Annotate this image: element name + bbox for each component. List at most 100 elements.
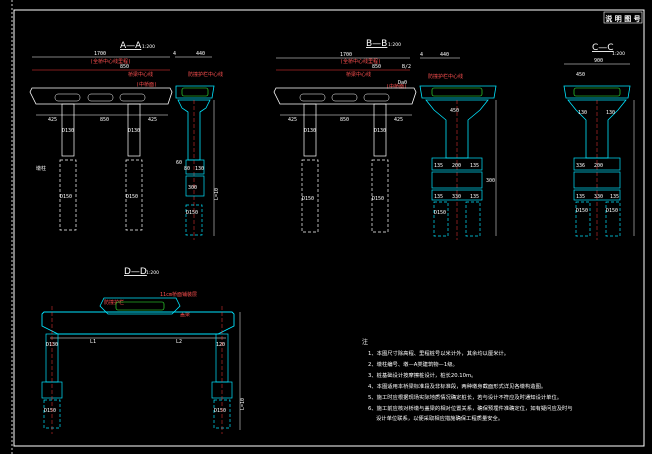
bb-cap-girder xyxy=(419,85,497,99)
bb-pile-right xyxy=(371,159,389,233)
drawing-frame xyxy=(13,9,645,447)
bb-label-center: (全桥中心线里程) xyxy=(340,58,381,65)
dd-pile-right-label: D150 xyxy=(214,408,226,414)
title-block xyxy=(603,11,643,24)
note-6b: 设计单位联系，以便采取相应措施确保工程质量安全。 xyxy=(376,414,503,422)
cc-pile-left-label: D150 xyxy=(576,208,588,214)
aa-pile-side-label: D150 xyxy=(186,210,198,216)
aa-pier-right-label: D130 xyxy=(128,128,140,134)
aa-dim-right: 425 xyxy=(148,117,157,123)
bb-pier-dim-top: 450 xyxy=(450,108,459,114)
aa-dim-total: 1700 xyxy=(94,51,106,57)
aa-label-center: (全桥中心线里程) xyxy=(90,58,131,65)
bb-pier-right xyxy=(373,103,387,157)
bb-dim-mid: 850 xyxy=(340,117,349,123)
aa-pier-label: 墩柱 xyxy=(36,165,46,172)
cc-dim-total: 900 xyxy=(594,58,603,64)
section-aa-scale: 1:200 xyxy=(142,44,155,50)
title-block-text: 说 明 图 号 xyxy=(605,14,640,23)
aa-dim-half: 850 xyxy=(120,64,129,70)
aa-pile-right-label: D150 xyxy=(126,194,138,200)
bb-dim-right: 425 xyxy=(394,117,403,123)
dd-girder xyxy=(99,297,181,315)
bb-dim-side: 440 xyxy=(440,52,449,58)
bb-pile-left xyxy=(301,159,319,233)
cc-pier-dim-c: 135 xyxy=(576,194,585,200)
bb-label-deck: (中桥面) xyxy=(386,83,407,90)
bb-pier-dim-a: 135 xyxy=(434,163,443,169)
cc-pier-dim-a: 336 xyxy=(576,163,585,169)
aa-box-girder xyxy=(29,87,173,105)
aa-dim-gap: 4 xyxy=(173,51,176,57)
dd-column-right-label: 120 xyxy=(216,342,225,348)
bb-pier-dim-f: 330 xyxy=(452,194,461,200)
aa-pile-right xyxy=(125,159,143,231)
aa-pier-dim-b: 130 xyxy=(195,166,204,172)
cc-pier-dim-r: 130 xyxy=(606,110,615,116)
note-3: 3、桩基础设计按摩擦桩设计，桩长20.10m。 xyxy=(368,371,476,379)
section-bb-title: B—B xyxy=(366,39,387,49)
section-dd: D—D 1:200 11cm桥面铺装层 防撞护栏 盖梁 L1 L2 D130 1… xyxy=(41,267,246,434)
bb-pier-left-label: D130 xyxy=(304,128,316,134)
dd-pile-left-label: D150 xyxy=(44,408,56,414)
bb-dim-left: 425 xyxy=(288,117,297,123)
dd-label-cap: 盖梁 xyxy=(180,311,190,318)
bb-pier-left xyxy=(303,103,317,157)
section-dd-title: D—D xyxy=(124,267,147,277)
note-4: 4、本图适用本桥梁标准段及非标准段，两种墩身截面形式详见各墩构造图。 xyxy=(368,382,546,390)
aa-label-bridge-center: 桥梁中心线 xyxy=(128,71,153,78)
aa-vertical-dim: L=10 xyxy=(214,188,220,200)
cc-pier-dim-l: 130 xyxy=(578,110,587,116)
section-bb-scale: 1:200 xyxy=(388,42,401,48)
aa-pile-left xyxy=(59,159,77,231)
aa-label-deck: (中桥面) xyxy=(136,81,157,88)
bb-pier-dim-c: 135 xyxy=(470,163,479,169)
bb-label-da0: Da0 xyxy=(398,80,407,86)
section-aa: A—A 1:200 1700 4 440 (全桥中心线里程) 850 桥梁中心线… xyxy=(29,41,223,240)
aa-pile-left-label: D150 xyxy=(60,194,72,200)
note-6: 6、施工前应核对桥墩与盖梁的相对位置关系，确保预埋件准确定位，如有疑问应及时与 xyxy=(368,404,573,412)
bb-box-girder xyxy=(273,87,417,105)
bb-dim-total: 1700 xyxy=(340,52,352,58)
bb-dim-b2: B/2 xyxy=(402,64,411,70)
aa-dim-side: 440 xyxy=(196,51,205,57)
notes-block: 注 1、本图尺寸除高程、里程桩号以米计外，其余均以厘米计。 2、墩柱编号、墩—A… xyxy=(362,338,573,422)
bb-pier-dim-e: 135 xyxy=(434,194,443,200)
aa-pier-dim-c: 300 xyxy=(188,185,197,191)
section-cc: C—C 1:200 900 450 130 130 336 200 135 33… xyxy=(563,43,635,240)
notes-heading: 注 xyxy=(362,338,368,346)
cc-cap-girder xyxy=(563,85,631,99)
dd-dim-l1: L1 xyxy=(90,339,96,345)
bb-pier-dim-g: 135 xyxy=(470,194,479,200)
note-5: 5、施工时应根据现场实际地质情况确定桩长，若与设计不符应及时通知设计单位。 xyxy=(368,393,562,401)
section-dd-scale: 1:200 xyxy=(146,270,159,276)
bb-dim-gap: 4 xyxy=(420,52,423,58)
bb-pier-right-label: D130 xyxy=(374,128,386,134)
bb-pier-dim-d: 300 xyxy=(486,178,495,184)
bb-pile-left-label: D150 xyxy=(302,196,314,202)
dd-label-barrier: 防撞护栏 xyxy=(104,299,124,306)
cc-pier-dim-b: 200 xyxy=(594,163,603,169)
aa-pier-left-label: D130 xyxy=(62,128,74,134)
dd-dim-l2: L2 xyxy=(176,339,182,345)
section-aa-title: A—A xyxy=(120,41,142,51)
aa-dim-mid: 850 xyxy=(100,117,109,123)
section-cc-scale: 1:200 xyxy=(612,51,625,57)
aa-dim-left: 425 xyxy=(48,117,57,123)
section-bb: B—B 1:200 1700 (全桥中心线里程) 850 B/2 4 440 桥… xyxy=(273,39,497,240)
bb-pier-dim-b: 200 xyxy=(452,163,461,169)
bb-dim-half: 850 xyxy=(372,64,381,70)
section-cc-title: C—C xyxy=(592,43,614,53)
dd-cap-beam xyxy=(41,311,235,335)
dd-label-paving: 11cm桥面铺装层 xyxy=(160,291,197,298)
cc-dim-half: 450 xyxy=(576,72,585,78)
aa-label-barrier: 防撞护栏中心线 xyxy=(188,71,223,78)
bb-pile-right-label: D150 xyxy=(372,196,384,202)
bb-pile-side-label: D150 xyxy=(434,210,446,216)
cc-pier-dim-e: 135 xyxy=(610,194,619,200)
note-1: 1、本图尺寸除高程、里程桩号以米计外，其余均以厘米计。 xyxy=(368,349,509,357)
bb-label-barrier: 防撞护栏中心线 xyxy=(428,73,463,80)
aa-cap-girder xyxy=(175,85,215,99)
aa-pier-dim-d: 60 xyxy=(176,160,182,166)
